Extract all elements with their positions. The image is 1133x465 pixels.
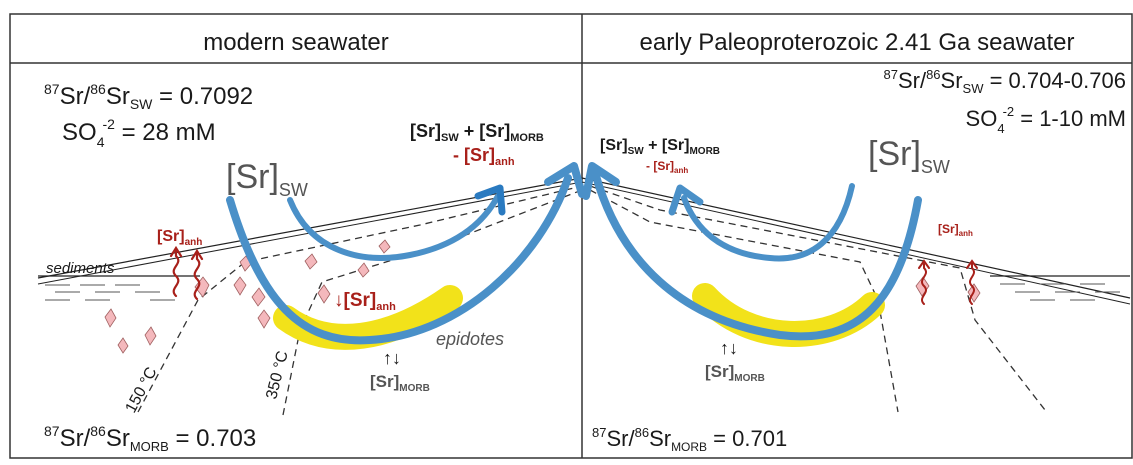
left-flux-minus-anh: - [Sr]anh [453, 145, 515, 168]
sediments-label: sediments [46, 260, 115, 277]
left-geology [37, 162, 586, 416]
flow-arrow-small [287, 193, 501, 261]
left-sr-sw-ratio: 87Sr/86SrSW = 0.7092 [44, 81, 253, 112]
left-panel-title: modern seawater [203, 29, 388, 56]
left-big-sr-sw: [Sr]SW [226, 158, 308, 200]
left-morb-label: [Sr]MORB [370, 372, 430, 394]
right-big-sr-sw: [Sr]SW [868, 135, 950, 177]
flow-arrowhead-small [474, 184, 506, 216]
right-flux-label: [Sr]SW + [Sr]MORB [600, 137, 720, 157]
isotherm-right-1 [589, 189, 899, 413]
flow-arrow-small [681, 183, 855, 262]
left-morb-arrows: ↑↓ [383, 348, 401, 368]
anhydrite-arrows [918, 259, 978, 305]
right-sulfate: SO4-2 = 1-10 mM [966, 104, 1126, 136]
isotherm-right-2 [589, 185, 1046, 411]
right-anh-label: [Sr]anh [938, 222, 973, 238]
right-sr-sw-ratio: 87Sr/86SrSW = 0.704-0.706 [883, 67, 1126, 96]
sediment-dashes [45, 284, 175, 301]
flow-arrow-large [226, 174, 572, 345]
flow-arrow-large [592, 172, 922, 341]
right-morb-label: [Sr]MORB [705, 362, 765, 384]
seafloor-line [581, 177, 1131, 299]
isotherm-150-label: 150 °C [123, 365, 161, 416]
left-flux-label: [Sr]SW + [Sr]MORB [410, 121, 544, 144]
left-sulfate: SO4-2 = 28 mM [62, 116, 216, 150]
flow-arrowhead-small [668, 184, 704, 216]
isotherm-350-label: 350 °C [263, 349, 291, 401]
outer-frame [9, 13, 1133, 459]
right-morb-arrows: ↑↓ [720, 338, 738, 358]
right-geology [581, 162, 1131, 413]
right-sr-morb-ratio: 87Sr/86SrMORB = 0.701 [592, 425, 787, 454]
anhydrite-arrows [169, 245, 204, 301]
left-sr-morb-ratio: 87Sr/86SrMORB = 0.703 [44, 423, 256, 454]
flow-arrowhead [582, 162, 620, 200]
sediment-dashes [1000, 283, 1120, 301]
left-anh-center: ↓[Sr]anh [334, 290, 396, 313]
right-flux-minus-anh: - [Sr]anh [646, 159, 688, 175]
left-anh-label: [Sr]anh [157, 228, 202, 248]
anhydrite-crystals [104, 239, 391, 354]
right-panel-title: early Paleoproterozoic 2.41 Ga seawater [640, 29, 1075, 56]
epidotes-label: epidotes [436, 329, 504, 349]
isotherm-350 [282, 189, 583, 416]
isotherm-150 [137, 185, 583, 413]
flow-arrowhead [544, 162, 586, 198]
